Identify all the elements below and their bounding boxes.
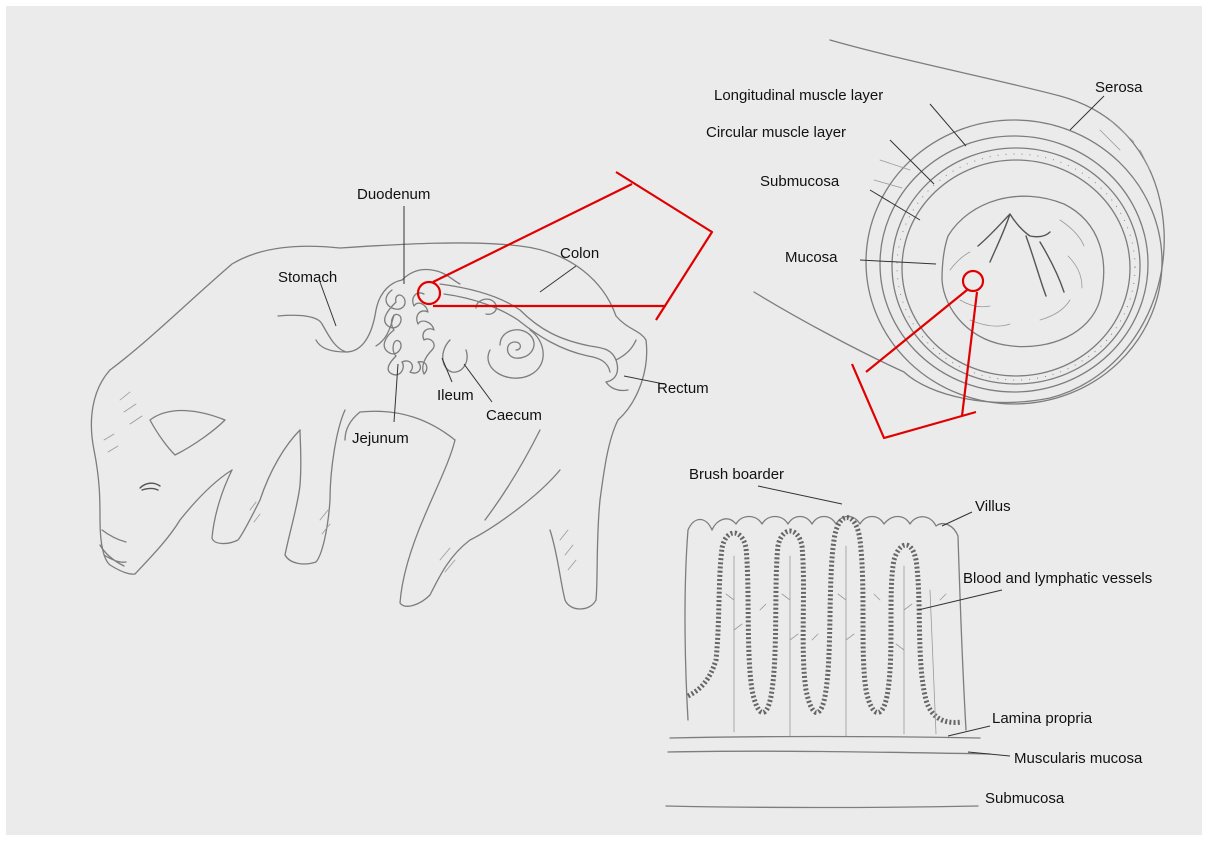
label-mucosa: Mucosa — [785, 249, 838, 266]
pig-label-group: Duodenum Stomach Colon Rectum Ileum Caec… — [278, 186, 709, 447]
muscularis-line — [668, 751, 990, 754]
section-zoom-circle — [963, 271, 983, 291]
colon-spiral-1 — [488, 330, 543, 378]
leader-villus — [942, 512, 972, 526]
mucosa-texture — [874, 120, 1150, 326]
pig-zoom-ray-top — [433, 184, 632, 282]
circular-ring-inner — [902, 160, 1130, 376]
leader-longitudinal — [930, 104, 966, 146]
label-duodenum: Duodenum — [357, 186, 430, 203]
leader-submucosa — [870, 190, 920, 220]
label-caecum: Caecum — [486, 407, 542, 424]
pig-front-leg-2 — [212, 430, 300, 544]
leader-brush-border — [758, 486, 842, 504]
brush-border-beads — [688, 518, 962, 723]
cross-section-label-group: Serosa Longitudinal muscle layer Circula… — [706, 79, 1143, 266]
label-serosa: Serosa — [1095, 79, 1143, 96]
villi-leaders — [758, 486, 1010, 756]
pig-drawing — [91, 243, 646, 609]
section-zoom-ray-left — [866, 290, 967, 372]
villus-envelope — [685, 517, 966, 731]
label-vessels: Blood and lymphatic vessels — [963, 570, 1152, 587]
leader-mucosa — [860, 260, 936, 264]
label-submucosa-ring: Submucosa — [760, 173, 840, 190]
villi-drawing — [666, 517, 990, 808]
stomach-shape — [278, 280, 402, 352]
pig-head — [91, 370, 232, 574]
label-stomach: Stomach — [278, 269, 337, 286]
label-muscularis-mucosa: Muscularis mucosa — [1014, 750, 1143, 767]
label-rectum: Rectum — [657, 380, 709, 397]
pig-hind-leg-inner — [485, 430, 540, 520]
submucosa-line — [666, 806, 978, 808]
label-villus: Villus — [975, 498, 1011, 515]
circular-ring-outer — [892, 148, 1140, 384]
leader-stomach — [320, 282, 336, 326]
rectum-tube — [606, 340, 636, 391]
pig-front-leg — [285, 410, 345, 564]
label-jejunum: Jejunum — [352, 430, 409, 447]
pig-eye — [140, 483, 160, 490]
cross-section-leaders — [860, 96, 1104, 264]
leader-ileum — [442, 358, 452, 382]
pig-ear — [150, 411, 225, 455]
zoom-callouts — [418, 172, 983, 438]
lumen-fold — [978, 214, 1064, 296]
serosa-ring — [866, 120, 1162, 404]
pig-zoom-bracket — [616, 172, 712, 320]
leader-colon — [540, 266, 576, 292]
longitudinal-ring — [880, 136, 1148, 392]
label-brush-border: Brush boarder — [689, 466, 784, 483]
pig-hind-leg — [400, 440, 560, 606]
mucosa-folds — [942, 196, 1104, 346]
label-colon: Colon — [560, 245, 599, 262]
label-longitudinal-muscle: Longitudinal muscle layer — [714, 87, 883, 104]
leader-lamina-propria — [948, 726, 990, 736]
label-ileum: Ileum — [437, 387, 474, 404]
lamina-propria-line — [670, 737, 980, 739]
label-circular-muscle: Circular muscle layer — [706, 124, 846, 141]
label-submucosa-layer: Submucosa — [985, 790, 1065, 807]
label-lamina-propria: Lamina propria — [992, 710, 1093, 727]
pig-snout — [100, 530, 126, 566]
section-zoom-bracket — [852, 364, 976, 438]
